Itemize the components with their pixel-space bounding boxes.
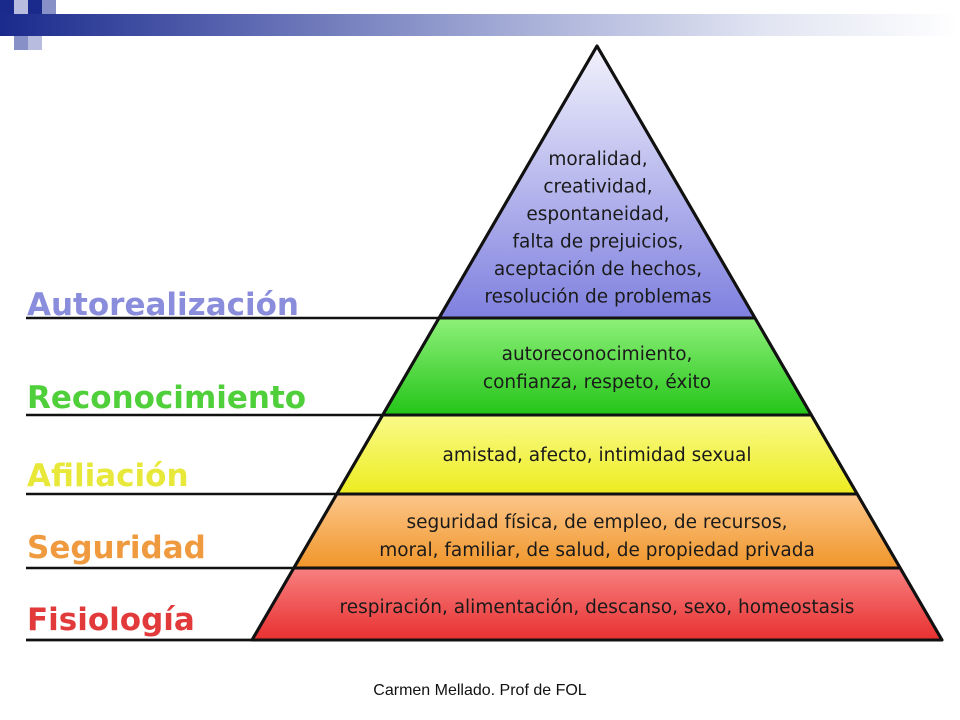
level-label: Fisiología xyxy=(27,602,195,638)
corner-square xyxy=(42,0,56,14)
level-label: Autorealización xyxy=(27,287,299,323)
tier-description-line: moralidad, xyxy=(548,149,647,170)
tier-description-line: respiración, alimentación, descanso, sex… xyxy=(340,597,855,618)
corner-square xyxy=(28,36,42,50)
tier-description-line: autoreconocimiento, xyxy=(502,344,693,365)
tier-description-line: creatividad, xyxy=(543,177,652,198)
tier-description-line: espontaneidad, xyxy=(526,204,669,225)
pyramid-outline xyxy=(250,44,944,642)
corner-square xyxy=(28,0,42,14)
header-gradient-bar xyxy=(0,14,960,36)
tier-description-line: moral, familiar, de salud, de propiedad … xyxy=(379,540,815,561)
tier-description-line: falta de prejuicios, xyxy=(513,232,684,253)
pyramid-tier-2 xyxy=(381,316,813,417)
level-label: Reconocimiento xyxy=(27,380,306,416)
tier-description-line: aceptación de hechos, xyxy=(494,259,702,280)
tier-description-line: confianza, respeto, éxito xyxy=(483,372,711,393)
corner-square xyxy=(14,0,28,14)
corner-square xyxy=(14,36,28,50)
level-label: Afiliación xyxy=(27,458,189,494)
footer-credit: Carmen Mellado. Prof de FOL xyxy=(373,682,587,699)
corner-square xyxy=(0,0,14,14)
tier-description-line: resolución de problemas xyxy=(484,287,711,308)
level-label: Seguridad xyxy=(27,530,206,566)
tier-description-line: amistad, afecto, intimidad sexual xyxy=(443,445,752,466)
tier-description-line: seguridad física, de empleo, de recursos… xyxy=(407,512,788,533)
